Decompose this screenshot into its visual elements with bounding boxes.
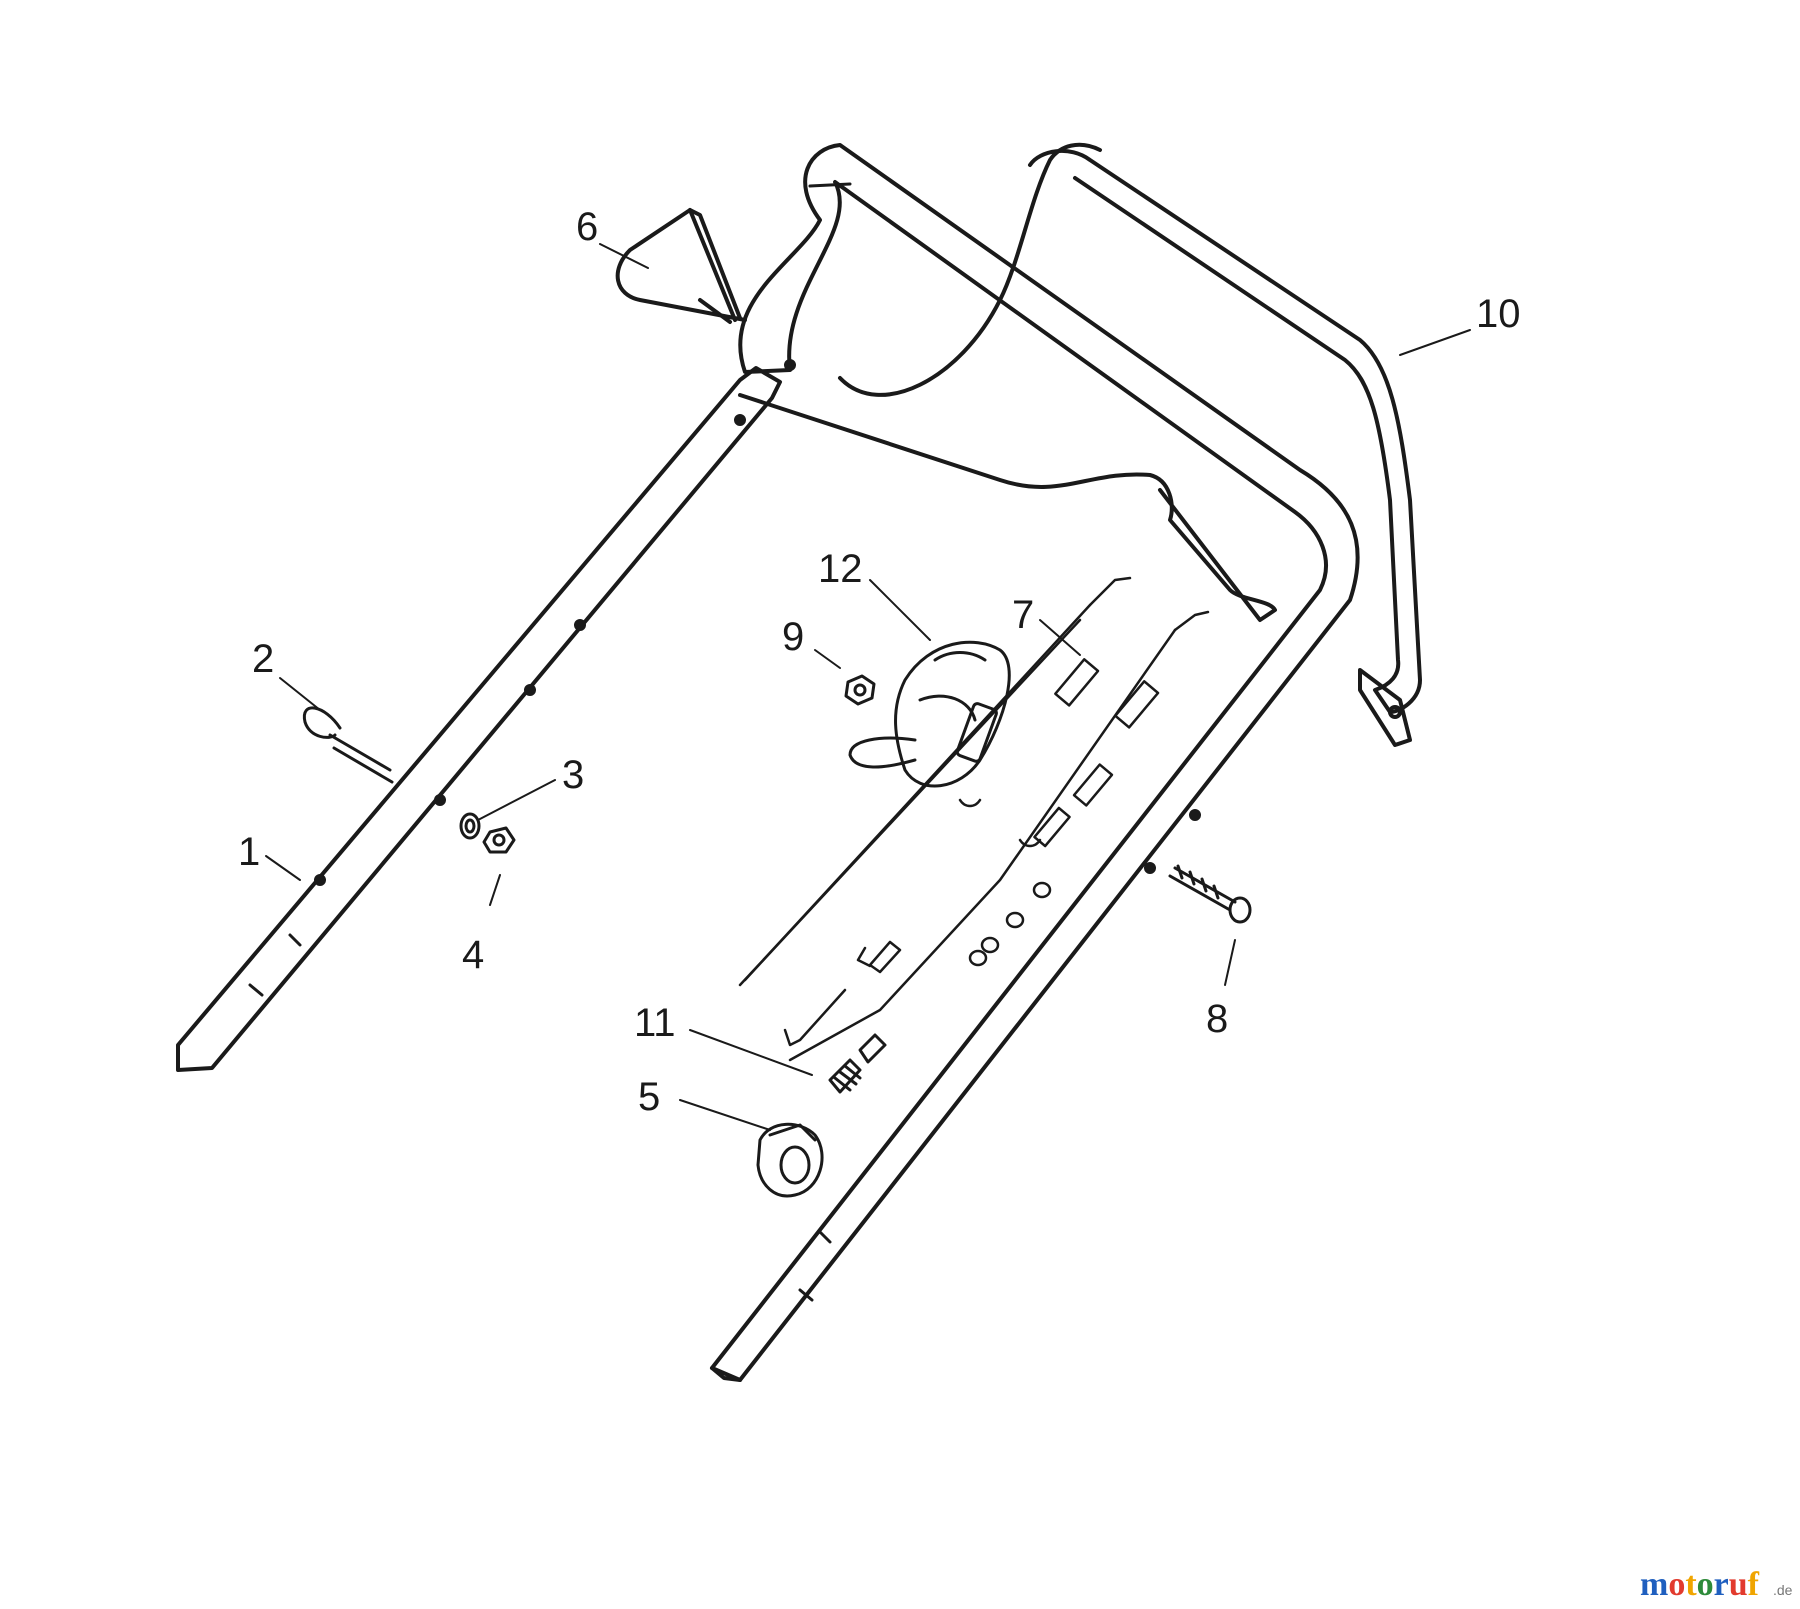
callout-3: 3: [562, 753, 584, 797]
callout-11: 11: [634, 1001, 676, 1045]
callout-8: 8: [1206, 997, 1228, 1041]
grab-handle: [1028, 148, 1422, 747]
callout-4: 4: [462, 933, 484, 977]
watermark-letter: m: [1640, 1566, 1668, 1603]
watermark-letter: r: [1714, 1566, 1729, 1603]
throttle-control: [848, 640, 1011, 788]
watermark-suffix: .de: [1773, 1582, 1793, 1598]
callout-1: 1: [238, 830, 260, 874]
handle-bolt: [1168, 864, 1252, 924]
callout-leader-lines: [265, 243, 1471, 1131]
watermark-text: motoruf: [1640, 1566, 1760, 1603]
hook-bolt: [302, 706, 394, 784]
nut: [482, 826, 516, 854]
callout-2: 2: [252, 637, 274, 681]
cable-spring: [828, 1033, 887, 1094]
callout-7: 7: [1012, 593, 1034, 637]
lower-handle-left-tube: [176, 359, 796, 1072]
watermark-letter: o: [1697, 1566, 1714, 1603]
control-cables: [738, 576, 1210, 1062]
watermark-letter: u: [1729, 1566, 1748, 1603]
watermark-letter: o: [1668, 1566, 1685, 1603]
callout-labels: 1 2 3 4 5 6 7 8 9 10 11 12: [238, 205, 1521, 1119]
callout-12: 12: [818, 547, 863, 591]
cable-clip: [756, 1122, 824, 1198]
watermark-logo: motoruf .de: [1640, 1566, 1793, 1603]
watermark-letter: f: [1748, 1566, 1760, 1603]
callout-5: 5: [638, 1075, 660, 1119]
callout-10: 10: [1476, 292, 1521, 336]
watermark-letter: t: [1685, 1566, 1697, 1603]
cable-washers: [968, 881, 1052, 967]
washer: [459, 812, 481, 840]
control-nut: [844, 674, 876, 706]
upper-handle-frame: [710, 143, 1360, 1382]
callout-6: 6: [576, 205, 598, 249]
callout-9: 9: [782, 615, 804, 659]
